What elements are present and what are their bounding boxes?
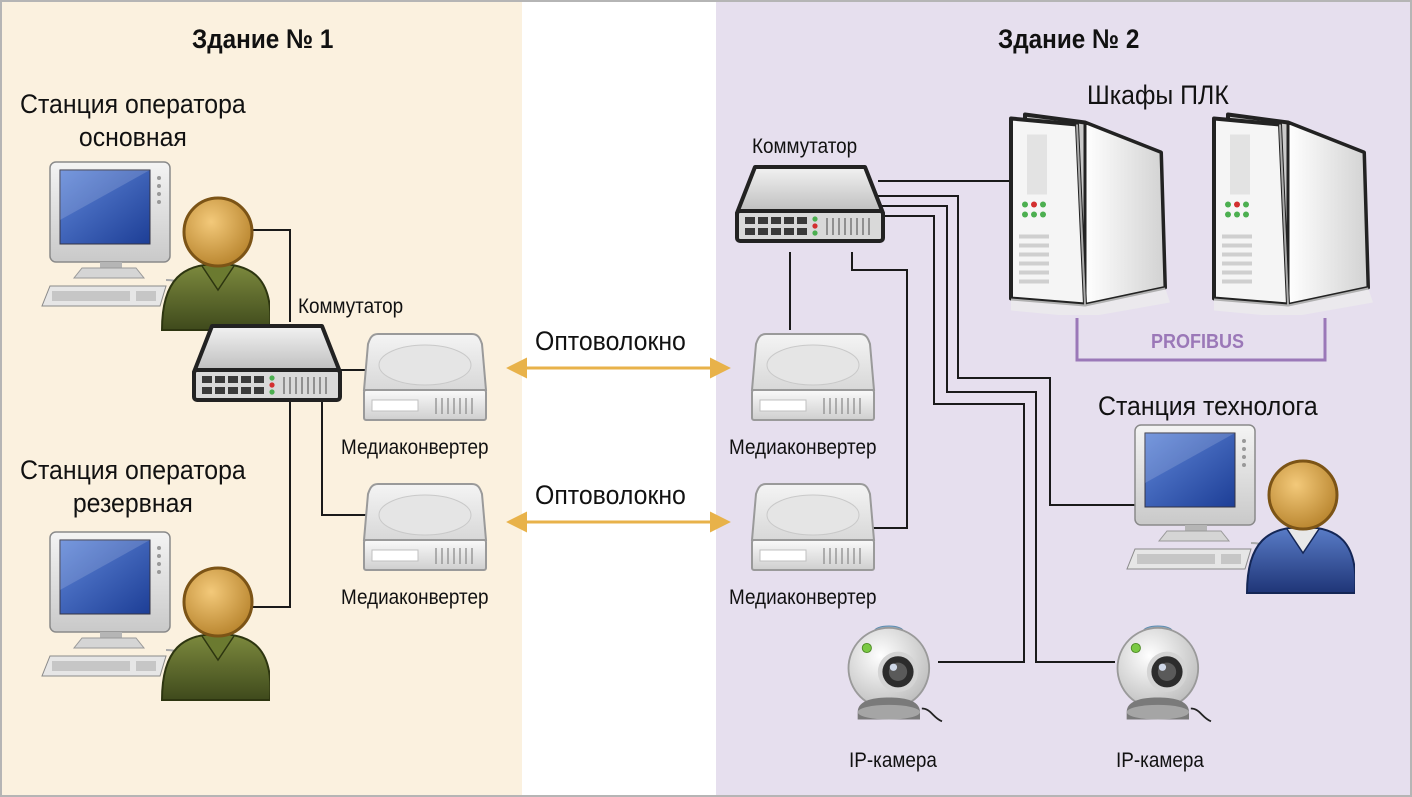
switch-building-2-icon — [735, 165, 885, 243]
fiber-link-1-label: Оптоволокно — [535, 326, 686, 356]
media-converter-2-label: Медиаконвертер — [341, 586, 489, 609]
plc-cabinet-2-icon — [1214, 115, 1373, 318]
building-2-title: Здание № 2 — [998, 24, 1140, 54]
operator-reserve-label: Станция оператора резервная — [20, 455, 246, 518]
media-converter-3-label: Медиаконвертер — [729, 436, 877, 459]
media-converter-4-label: Медиаконвертер — [729, 586, 877, 609]
media-converter-4-icon — [751, 483, 875, 571]
operator-main-label: Станция оператора основная — [20, 89, 246, 152]
ip-camera-1-label: IP-камера — [849, 749, 937, 772]
switch-2-label: Коммутатор — [752, 135, 858, 158]
media-converter-2-icon — [363, 483, 487, 571]
switch-building-1-icon — [192, 324, 342, 402]
plc-cabinet-1-icon — [1011, 115, 1170, 318]
switch-1-label: Коммутатор — [298, 295, 404, 318]
building-2-cables — [789, 180, 1140, 663]
media-converter-1-label: Медиаконвертер — [341, 436, 489, 459]
profibus-label: PROFIBUS — [1151, 331, 1245, 353]
media-converter-3-icon — [751, 333, 875, 421]
plc-cabinets-label: Шкафы ПЛК — [1087, 80, 1229, 110]
profibus-bus-line — [1075, 318, 1327, 362]
building-1-title: Здание № 1 — [192, 24, 334, 54]
media-converter-1-icon — [363, 333, 487, 421]
ip-camera-2-label: IP-камера — [1116, 749, 1204, 772]
fiber-link-2-label: Оптоволокно — [535, 480, 686, 510]
technologist-station-label: Станция технолога — [1098, 391, 1318, 421]
